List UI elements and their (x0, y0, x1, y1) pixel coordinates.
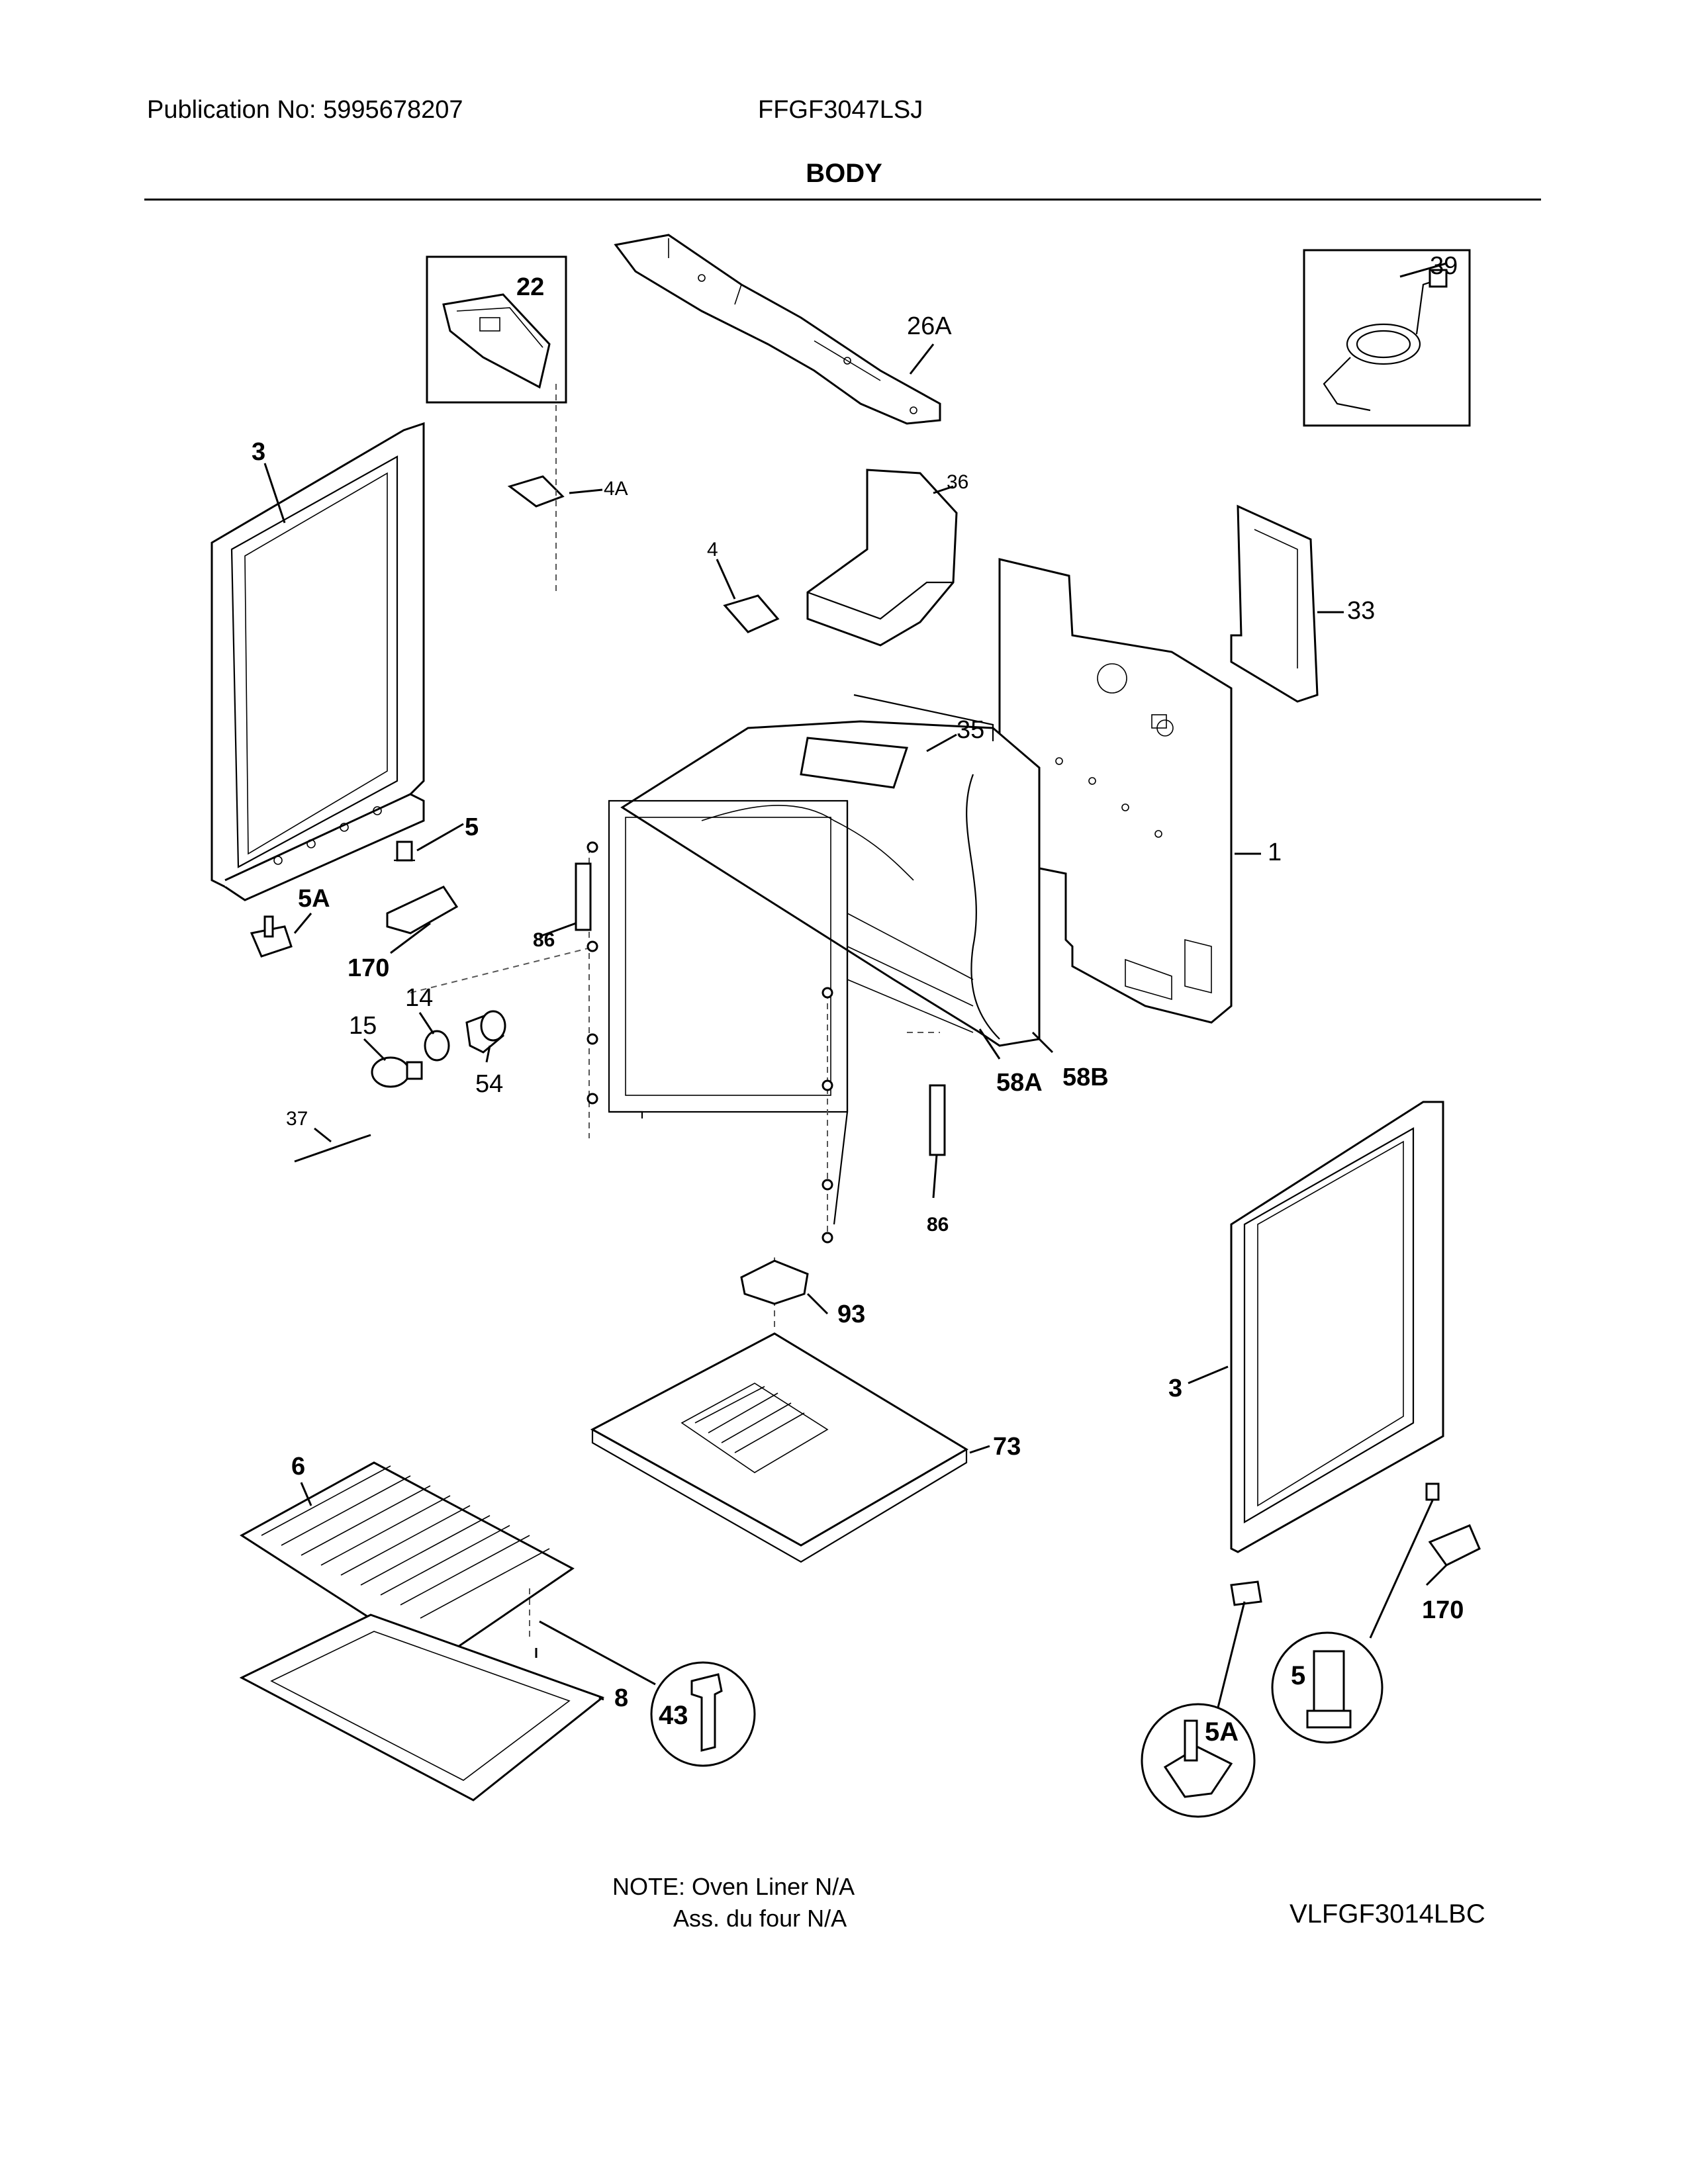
detail-5-circle (1271, 1631, 1383, 1744)
part-5A-leg-left (250, 915, 293, 958)
callout-170-left: 170 (348, 954, 389, 982)
callout-labels: 22 26A 39 3 4A 36 4 33 35 5 1 5A 86 170 … (252, 252, 1464, 1747)
callout-86-left: 86 (533, 929, 555, 951)
callout-54: 54 (475, 1070, 503, 1098)
detail-43-circle (650, 1661, 756, 1767)
callout-6: 6 (291, 1453, 305, 1480)
callout-8: 8 (614, 1684, 628, 1712)
cavity-screws (586, 841, 833, 1244)
callout-58A: 58A (996, 1069, 1043, 1097)
callout-39: 39 (1430, 252, 1458, 280)
callout-15: 15 (349, 1012, 377, 1040)
callout-58B: 58B (1062, 1064, 1109, 1091)
callout-43: 43 (659, 1701, 688, 1730)
callout-22: 22 (516, 273, 544, 301)
part-5-leveler-left (394, 841, 415, 862)
title-rule (144, 199, 1541, 201)
part-15-bulb (371, 1056, 423, 1088)
part-39-cord-inset (1303, 249, 1471, 427)
part-33-duct (1230, 504, 1319, 703)
part-73-oven-bottom (590, 1332, 968, 1563)
part-14-socket (424, 1030, 450, 1062)
model-number: FFGF3047LSJ (758, 96, 923, 124)
part-5-leveler-right (1425, 1482, 1440, 1501)
part-36-shield (806, 469, 958, 647)
note-oven-liner-fr: Ass. du four N/A (673, 1905, 847, 1932)
callout-86-right: 86 (927, 1214, 949, 1236)
drawing-code: VLFGF3014LBC (1289, 1899, 1485, 1929)
part-86-right-slide (929, 1084, 946, 1156)
part-26A-bracket (614, 234, 941, 425)
callout-26A: 26A (907, 312, 952, 340)
part-4-clip (723, 594, 780, 633)
part-170-bracket-right (1428, 1524, 1481, 1567)
part-1-back-panel (998, 558, 1233, 1024)
callout-3-left: 3 (252, 438, 265, 466)
callout-1: 1 (1268, 839, 1282, 866)
part-5A-leg-right (1230, 1580, 1262, 1606)
oven-cavity-body (608, 694, 1041, 1225)
part-86-left-slide (575, 862, 592, 931)
leader-lines (263, 262, 1448, 1708)
callout-4: 4 (707, 539, 718, 561)
callout-73: 73 (993, 1433, 1021, 1461)
callout-37: 37 (286, 1108, 308, 1130)
part-3-right-side-panel (1230, 1101, 1444, 1553)
callout-93: 93 (837, 1300, 865, 1328)
callout-5A-left: 5A (298, 885, 330, 913)
callout-33: 33 (1347, 597, 1375, 625)
publication-number: Publication No: 5995678207 (147, 96, 463, 124)
part-22-inset (426, 255, 567, 404)
callout-170-right: 170 (1422, 1596, 1464, 1624)
part-54-lamp-cover (465, 1010, 506, 1054)
callout-14: 14 (405, 984, 433, 1012)
callout-5A-detail: 5A (1205, 1717, 1239, 1747)
callout-5-left: 5 (465, 813, 479, 841)
callout-5-detail: 5 (1291, 1661, 1305, 1690)
callout-36: 36 (947, 471, 968, 493)
detail-5A-circle (1141, 1703, 1256, 1818)
note-oven-liner-en: NOTE: Oven Liner N/A (612, 1873, 855, 1900)
callout-4A: 4A (604, 478, 628, 500)
part-93-burner-cover (740, 1259, 809, 1305)
part-170-bracket-left (386, 886, 459, 934)
part-3-left-side-panel (211, 422, 425, 901)
page-title: BODY (806, 159, 882, 188)
callout-35: 35 (957, 716, 984, 744)
part-8-drawer (239, 1614, 605, 1801)
callout-3-right: 3 (1168, 1375, 1182, 1402)
part-4A-clip (507, 475, 565, 508)
part-37-sensor (294, 1134, 371, 1163)
